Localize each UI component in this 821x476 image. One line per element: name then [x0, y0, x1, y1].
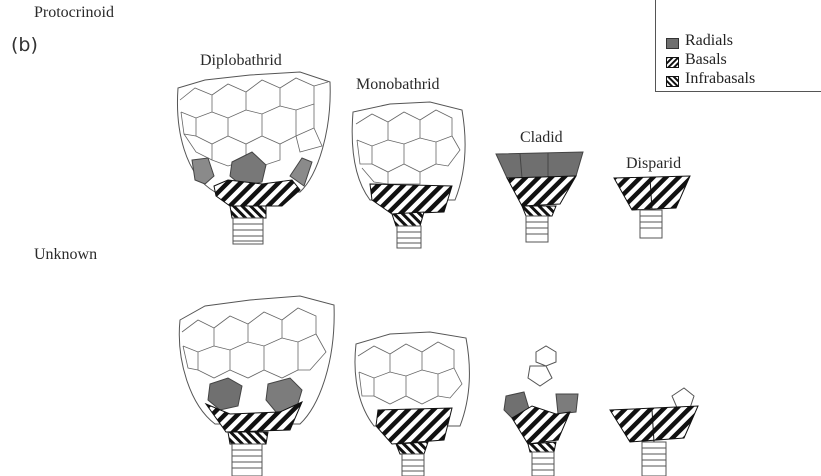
radial-plate [556, 394, 578, 414]
basal-plates [214, 180, 300, 206]
radial-plate [496, 152, 583, 178]
infrabasal-plates [230, 206, 266, 218]
basal-plates [370, 184, 452, 214]
basal-plates [376, 408, 452, 444]
cladid-bottom-arms [528, 346, 556, 386]
stem-column [232, 444, 262, 476]
stem-column [526, 216, 548, 242]
infrabasal-plates [392, 212, 424, 226]
infrabasal-plates [396, 442, 428, 454]
stem-column [532, 452, 554, 476]
stem-column [397, 226, 421, 248]
infrabasal-plates [228, 432, 268, 444]
diplobathrid-bottom-calyx [179, 296, 334, 424]
stem-column [640, 210, 662, 238]
stem-column [642, 442, 666, 476]
stem-column [402, 454, 424, 476]
infrabasal-plates [522, 206, 556, 216]
stem-column [233, 218, 263, 244]
basal-plates [507, 176, 576, 206]
infrabasal-plates [528, 442, 556, 452]
